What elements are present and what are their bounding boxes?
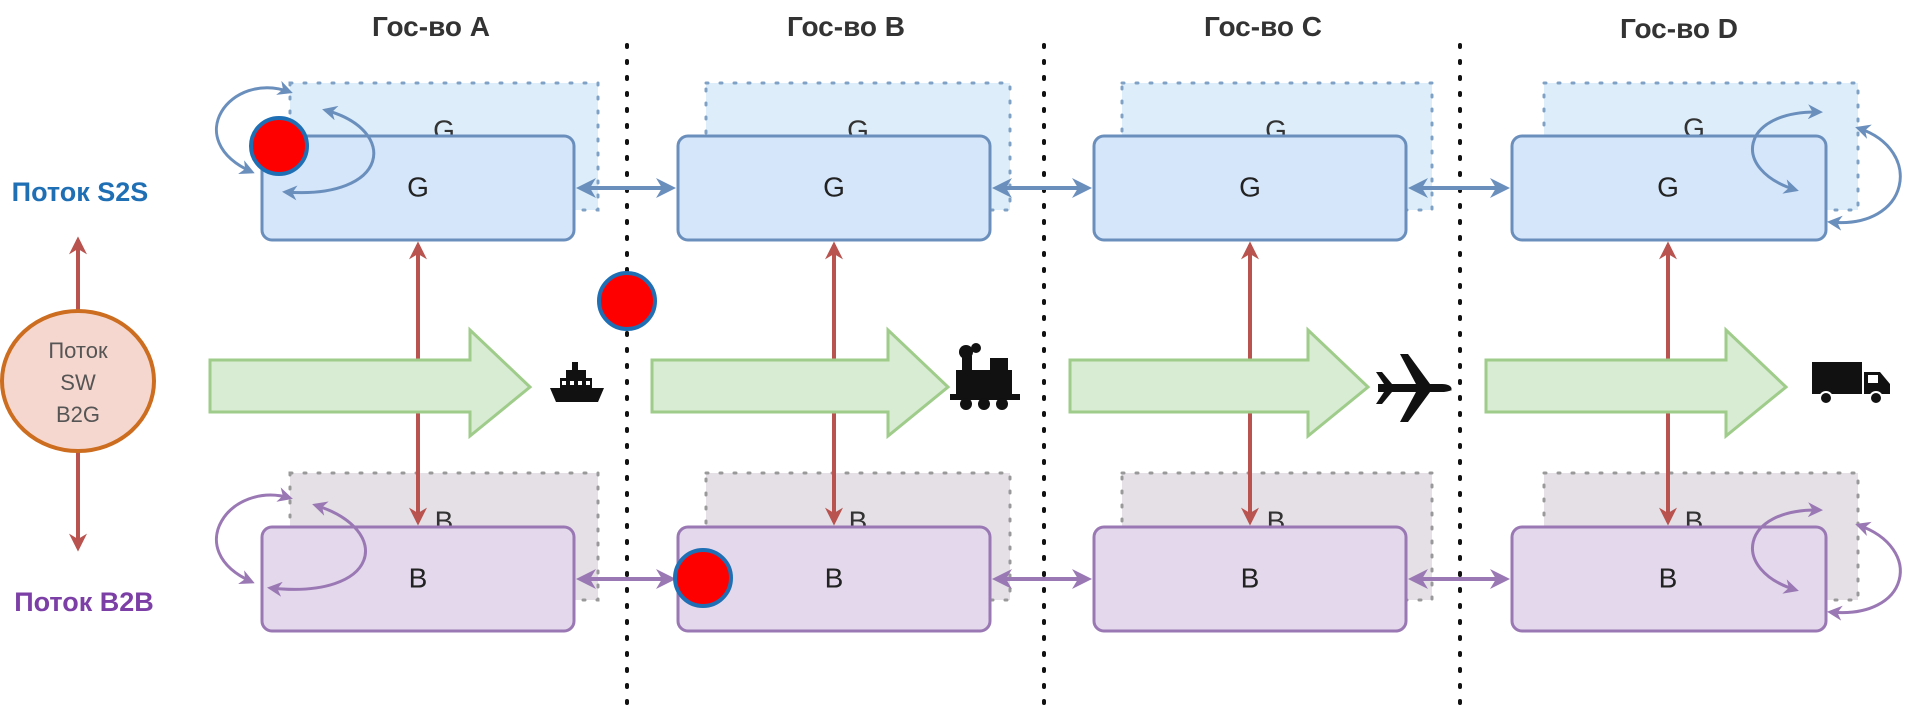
state-a-header: Гос-во A	[372, 11, 490, 42]
g-box	[676, 134, 992, 242]
sw-line-1: Поток	[48, 338, 108, 363]
sw-b2g-circle	[0, 309, 156, 453]
trade-flow-arrow	[208, 326, 533, 440]
b-box	[1092, 525, 1408, 633]
state-d-column: G G B B	[1484, 81, 1902, 633]
sw-line-3: B2G	[56, 402, 100, 427]
g-box-label: G	[407, 171, 429, 202]
g-self-loop-outer	[215, 80, 293, 174]
b-self-loop-inner	[267, 501, 367, 597]
b-self-loop-outer	[1827, 521, 1902, 621]
ship-icon	[550, 362, 604, 402]
flow-s2s-label: Поток S2S	[12, 177, 149, 207]
g-self-loop-inner	[282, 105, 376, 201]
state-b-header: Гос-во B	[787, 11, 905, 42]
airplane-icon	[1376, 354, 1452, 422]
b-box-label: B	[825, 562, 844, 593]
state-b-column: G G B B	[650, 81, 1020, 633]
g-box	[1510, 134, 1828, 242]
g-box-label: G	[1239, 171, 1261, 202]
state-d-header: Гос-во D	[1620, 13, 1738, 44]
red-marker-border-ab[interactable]	[597, 271, 657, 331]
g-box-label: G	[823, 171, 845, 202]
trade-flow-arrow	[1484, 326, 1789, 440]
trade-flow-arrow	[650, 326, 951, 440]
g-box	[1092, 134, 1408, 242]
flow-b2b-label: Поток B2B	[14, 587, 154, 617]
train-icon	[950, 343, 1020, 410]
b-self-loop-outer	[215, 487, 293, 584]
b-box-label: B	[1241, 562, 1260, 593]
g-self-loop-outer	[1827, 124, 1902, 231]
trade-flow-arrow	[1068, 326, 1371, 440]
b-box-label: B	[1659, 562, 1678, 593]
state-c-header: Гос-во C	[1204, 11, 1322, 42]
b-box-label: B	[409, 562, 428, 593]
truck-icon	[1812, 362, 1890, 405]
sw-line-2: SW	[60, 370, 96, 395]
g-box-label: G	[1657, 171, 1679, 202]
b-box	[1510, 525, 1828, 633]
b-self-loop-inner	[1751, 502, 1823, 594]
red-marker-b-b[interactable]	[673, 548, 733, 608]
g-self-loop-inner	[1751, 104, 1823, 194]
red-marker-g-a[interactable]	[249, 116, 309, 176]
state-c-column: G G B B	[1068, 81, 1452, 633]
state-a-column: G G B B	[208, 80, 604, 633]
g-box	[260, 134, 576, 242]
